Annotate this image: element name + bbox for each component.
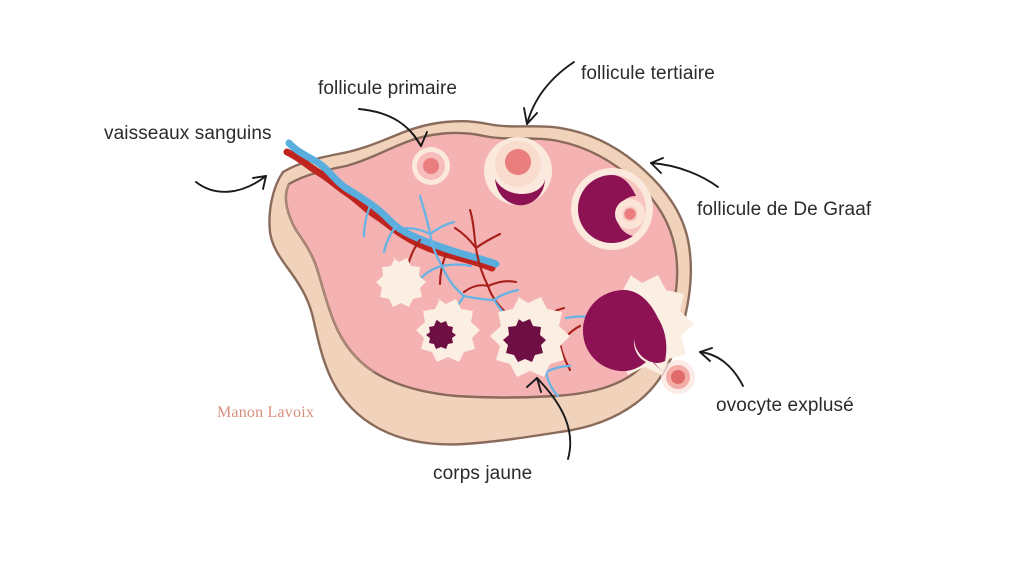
arrow-primary-follicle [358,108,428,147]
ruptured-follicle[interactable] [583,274,694,375]
label-follicule-de-de-graaf: follicule de De Graaf [697,199,872,220]
cortex-inner-edge [285,183,375,373]
artist-signature: Manon Lavoix [217,404,315,421]
label-follicule-primaire: follicule primaire [318,78,458,99]
label-corps-jaune: corps jaune [433,463,533,484]
tertiary-follicle-antrum [495,178,545,206]
ruptured-follicle-tail [648,356,666,374]
expelled-oocyte-core [671,370,685,384]
corpus-luteum-large-core [503,318,546,362]
arrow-de-graaf-follicle [650,157,719,188]
de-graaf-follicle[interactable] [571,168,653,250]
label-ovocyte-expluse: ovocyte explusé [716,395,854,416]
corpus-luteum-mid[interactable] [416,298,480,362]
primary-follicle-oocyte [423,158,439,174]
arrow-tertiary-follicle [523,61,575,125]
leader-arrows [195,61,744,460]
label-vaisseaux-sanguins: vaisseaux sanguins [104,123,272,144]
tertiary-follicle-oocyte [505,149,531,175]
corpus-luteum-small[interactable] [376,257,426,307]
expelled-oocyte[interactable] [661,360,695,394]
primary-follicle[interactable] [412,147,450,185]
ovarian-vein[interactable] [285,139,500,268]
arrow-blood-vessels [195,175,267,193]
label-follicule-tertiaire: follicule tertiaire [581,63,715,84]
ruptured-follicle-antrum [583,290,667,372]
arrow-corpus-luteum [526,377,572,460]
corpus-luteum-mid-core [426,320,456,349]
de-graaf-oocyte [621,205,639,223]
corpus-luteum-large[interactable] [490,296,570,377]
tertiary-follicle[interactable] [484,137,552,206]
de-graaf-follicle-antrum [578,175,636,243]
arrow-expelled-oocyte [699,347,744,387]
